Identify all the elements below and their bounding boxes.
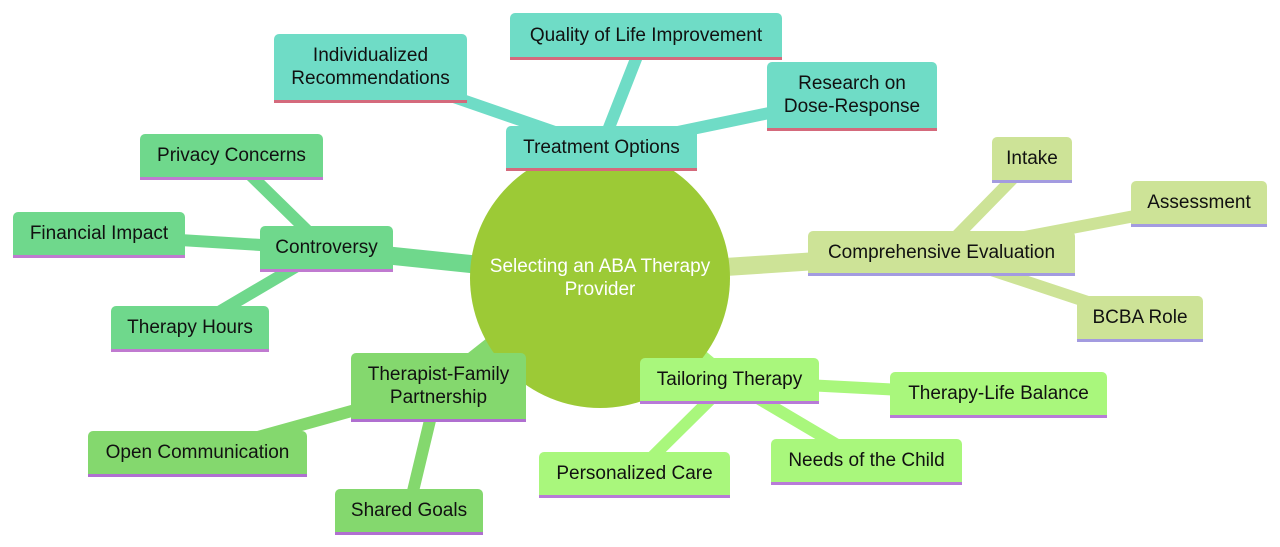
node-personalized-care: Personalized Care [539, 452, 730, 498]
node-treatment-options: Treatment Options [506, 126, 697, 171]
node-shared-goals: Shared Goals [335, 489, 483, 535]
node-therapy-hours: Therapy Hours [111, 306, 269, 352]
node-open-communication: Open Communication [88, 431, 307, 477]
node-intake: Intake [992, 137, 1072, 183]
node-comprehensive-evaluation: Comprehensive Evaluation [808, 231, 1075, 276]
node-dose-response-label: Research on Dose-Response [783, 73, 921, 117]
node-needs-of-child: Needs of the Child [771, 439, 962, 485]
node-individualized-recommendations-label: Individualized Recommendations [291, 45, 450, 89]
node-controversy-label: Controversy [275, 237, 378, 258]
node-financial-impact-label: Financial Impact [29, 223, 169, 244]
node-therapy-life-balance: Therapy-Life Balance [890, 372, 1107, 418]
node-treatment-options-label: Treatment Options [523, 136, 680, 158]
node-assessment-label: Assessment [1147, 192, 1251, 213]
node-therapy-hours-label: Therapy Hours [127, 317, 253, 338]
node-personalized-care-label: Personalized Care [556, 463, 713, 484]
node-individualized-recommendations: Individualized Recommendations [274, 34, 467, 103]
node-quality-of-life-label: Quality of Life Improvement [529, 24, 763, 46]
node-partnership-label: Therapist-Family Partnership [367, 364, 510, 408]
node-therapy-life-balance-label: Therapy-Life Balance [908, 383, 1089, 404]
root-label: Selecting an ABA Therapy Provider [489, 256, 711, 300]
node-assessment: Assessment [1131, 181, 1267, 227]
node-tailoring-therapy: Tailoring Therapy [640, 358, 819, 404]
node-privacy-concerns-label: Privacy Concerns [157, 145, 306, 166]
node-financial-impact: Financial Impact [13, 212, 185, 258]
node-tailoring-therapy-label: Tailoring Therapy [656, 369, 803, 390]
node-bcba-role-label: BCBA Role [1092, 307, 1188, 328]
node-bcba-role: BCBA Role [1077, 296, 1203, 342]
node-privacy-concerns: Privacy Concerns [140, 134, 323, 180]
node-dose-response: Research on Dose-Response [767, 62, 937, 131]
node-controversy: Controversy [260, 226, 393, 272]
node-comprehensive-evaluation-label: Comprehensive Evaluation [827, 241, 1056, 263]
node-shared-goals-label: Shared Goals [350, 500, 468, 521]
node-partnership: Therapist-Family Partnership [351, 353, 526, 422]
node-quality-of-life: Quality of Life Improvement [510, 13, 782, 60]
node-open-communication-label: Open Communication [105, 442, 290, 463]
node-needs-of-child-label: Needs of the Child [788, 450, 945, 471]
node-intake-label: Intake [1006, 148, 1058, 169]
